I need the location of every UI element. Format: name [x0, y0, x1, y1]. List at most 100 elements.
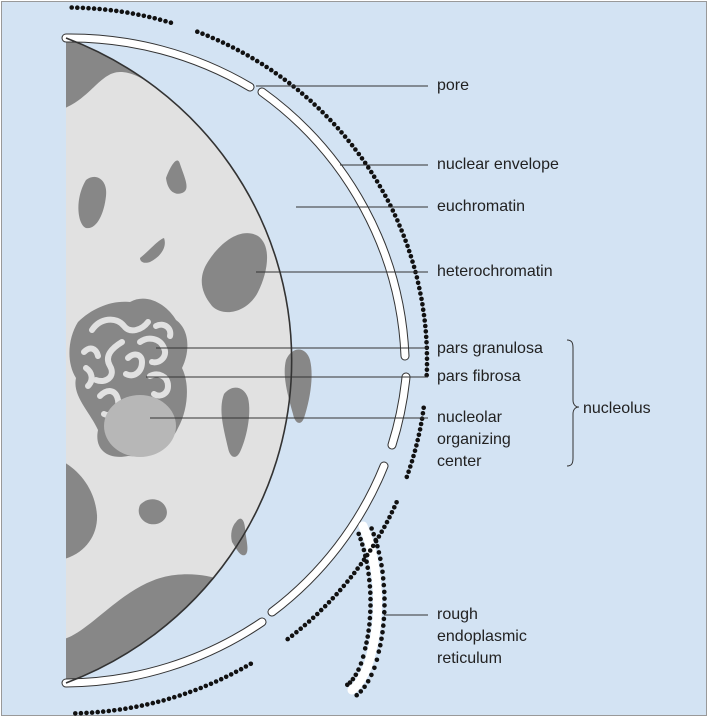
ribosome-dot	[405, 475, 410, 480]
ribosome-dot	[401, 233, 406, 238]
ribosome-dot	[107, 709, 112, 714]
ribosome-dot	[378, 643, 383, 648]
ribosome-dot	[86, 6, 91, 11]
ribosome-dot	[379, 529, 384, 534]
ribosome-dot	[413, 448, 418, 453]
ribosome-dot	[367, 622, 372, 627]
ribosome-dot	[269, 68, 274, 73]
ribosome-dot	[368, 610, 373, 615]
ribosome-dot	[188, 690, 193, 695]
ribosome-dot	[264, 65, 269, 70]
ribosome-dot	[125, 10, 130, 15]
ribosome-dot	[129, 705, 134, 710]
ribosome-dot	[366, 679, 371, 684]
ribosome-dot	[81, 6, 86, 11]
ribosome-dot	[216, 38, 221, 43]
ribosome-dot	[378, 557, 383, 562]
ribosome-dot	[211, 36, 216, 41]
ribosome-dot	[359, 689, 364, 694]
ribosome-dot	[364, 559, 369, 564]
ribosome-dot	[417, 433, 422, 438]
ribosome-dot	[406, 469, 411, 474]
ribosome-dot	[134, 704, 139, 709]
ribosome-dot	[386, 198, 391, 203]
ribosome-dot	[324, 114, 329, 119]
ribosome-dot	[342, 584, 347, 589]
ribosome-dot	[422, 318, 427, 323]
ribosome-dot	[219, 677, 224, 682]
ribosome-dot	[368, 548, 373, 553]
ribosome-dot	[382, 596, 387, 601]
ribosome-dot	[200, 31, 205, 36]
ribosome-dot	[425, 367, 430, 372]
ribosome-dot	[352, 571, 357, 576]
ribosome-dot	[375, 179, 380, 184]
ribosome-dot	[239, 667, 244, 672]
ribosome-dot	[229, 672, 234, 677]
ribosome-dot	[323, 604, 328, 609]
label-rough-endoplasmic-reticulum: rough endoplasmic reticulum	[437, 604, 557, 670]
ribosome-dot	[249, 662, 254, 667]
ribosome-dot	[382, 603, 387, 608]
ribosome-dot	[420, 416, 425, 421]
ribosome-dot	[399, 228, 404, 233]
ribosome-dot	[123, 706, 128, 711]
ribosome-dot	[356, 532, 361, 537]
ribosome-dot	[241, 50, 246, 55]
ribosome-dot	[424, 335, 429, 340]
ribosome-dot	[177, 693, 182, 698]
ribosome-dot	[425, 362, 430, 367]
ribosome-dot	[368, 584, 373, 589]
ribosome-dot	[311, 616, 316, 621]
ribosome-dot	[405, 244, 410, 249]
ribosome-dot	[303, 623, 308, 628]
ribosome-dot	[371, 544, 376, 549]
ribosome-dot	[158, 17, 163, 22]
ribosome-dot	[287, 81, 292, 86]
ribosome-dot	[120, 9, 125, 14]
ribosome-dot	[377, 649, 382, 654]
ribosome-dot	[343, 134, 348, 139]
ribosome-dot	[260, 62, 265, 67]
ribosome-dot	[397, 223, 402, 228]
ribosome-dot	[371, 532, 376, 537]
ribosome-dot	[379, 637, 384, 642]
ribosome-dot	[109, 8, 114, 13]
ribosome-dot	[172, 695, 177, 700]
ribosome-dot	[169, 20, 174, 25]
ribosome-dot	[369, 673, 374, 678]
ribosome-dot	[350, 143, 355, 148]
ribosome-dot	[163, 19, 168, 24]
ribosome-dot	[393, 213, 398, 218]
ribosome-dot	[375, 544, 380, 549]
ribosome-dot	[319, 608, 324, 613]
ribosome-dot	[147, 15, 152, 20]
ribosome-dot	[312, 102, 317, 107]
ribosome-dot	[421, 307, 426, 312]
ribosome-dot	[378, 184, 383, 189]
ribosome-dot	[331, 596, 336, 601]
label-pars-granulosa: pars granulosa	[437, 338, 543, 360]
ribosome-dot	[412, 265, 417, 270]
ribosome-dot	[145, 702, 150, 707]
ribosome-dot	[425, 351, 430, 356]
ribosome-dot	[365, 565, 370, 570]
ribosome-dot	[224, 675, 229, 680]
ribosome-dot	[131, 11, 136, 16]
ribosome-dot	[349, 575, 354, 580]
ribosome-dot	[346, 139, 351, 144]
ribosome-dot	[363, 646, 368, 651]
ribosome-dot	[118, 707, 123, 712]
label-heterochromatin: heterochromatin	[437, 261, 553, 283]
ribosome-dot	[418, 291, 423, 296]
ribosome-dot	[354, 673, 359, 678]
ribosome-dot	[95, 710, 100, 715]
ribosome-dot	[136, 12, 141, 17]
ribosome-dot	[359, 562, 364, 567]
ribosome-dot	[425, 356, 430, 361]
ribosome-dot	[408, 464, 413, 469]
ribosome-dot	[368, 616, 373, 621]
ribosome-dot	[290, 633, 295, 638]
